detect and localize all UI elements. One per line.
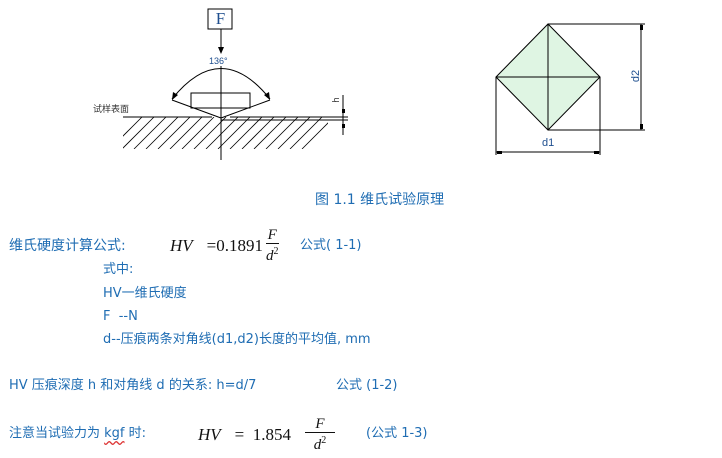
- formula3-fraction: F d2: [305, 416, 336, 453]
- formula1-fraction: F d2: [266, 228, 279, 264]
- indenter-drawing: [123, 8, 348, 160]
- formula3-den-var: d: [313, 437, 322, 453]
- indentation-drawing: [495, 23, 645, 155]
- fraction-bar: [266, 243, 279, 244]
- relation-text: HV 压痕深度 h 和对角线 d 的关系: h=d/7: [9, 378, 257, 393]
- figure-caption: 图 1.1 维氏试验原理: [315, 192, 445, 208]
- d1-label: d1: [542, 137, 555, 149]
- formula3-coeff: = 1.854: [234, 425, 292, 444]
- formula1-den-var: d: [266, 248, 274, 264]
- formula3-expression: HV = 1.854 F d2: [198, 412, 336, 458]
- where-item-d: d--压痕两条对角线(d1,d2)长度的平均值, mm: [103, 332, 371, 347]
- formula3-label: 注意当试验力为 kgf 时:: [9, 426, 146, 442]
- formula3-lhs: HV: [198, 425, 221, 444]
- where-item-f: F --N: [103, 309, 138, 324]
- indenter-diagram: F 136° 试样表面 h: [0, 0, 360, 175]
- angle-label: 136°: [209, 56, 228, 66]
- formula3-numerator: F: [315, 416, 325, 432]
- d2-label: d2: [630, 69, 643, 83]
- fraction-bar: [305, 432, 336, 433]
- formula1-expression: HV =0.1891 F d2: [170, 226, 279, 266]
- formula1-label: 维氏硬度计算公式:: [9, 238, 126, 254]
- depth-label: h: [331, 97, 342, 103]
- where-item-hv: HV一维氏硬度: [103, 286, 187, 301]
- formula1-tag: 公式( 1-1): [300, 238, 362, 253]
- formula3-unit: kgf: [104, 426, 125, 441]
- formula3-denominator: d2: [314, 433, 327, 453]
- formula3-label-suffix: 时:: [124, 426, 147, 441]
- where-title: 式中:: [103, 262, 134, 277]
- surface-label: 试样表面: [93, 105, 130, 115]
- formula3-tag: (公式 1-3): [366, 426, 428, 441]
- formula1-denominator: d2: [266, 244, 279, 264]
- formula1-numerator: F: [267, 227, 277, 243]
- formula1-lhs: HV: [170, 236, 193, 255]
- formula1-exponent: 2: [273, 246, 279, 257]
- indentation-diagram: d1 d2: [480, 10, 670, 160]
- relation-tag: 公式 (1-2): [336, 378, 398, 393]
- formula3-label-prefix: 注意当试验力为: [9, 426, 105, 441]
- formula3-exponent: 2: [321, 435, 327, 446]
- force-label: F: [215, 9, 226, 28]
- formula1-coeff: =0.1891: [206, 236, 264, 255]
